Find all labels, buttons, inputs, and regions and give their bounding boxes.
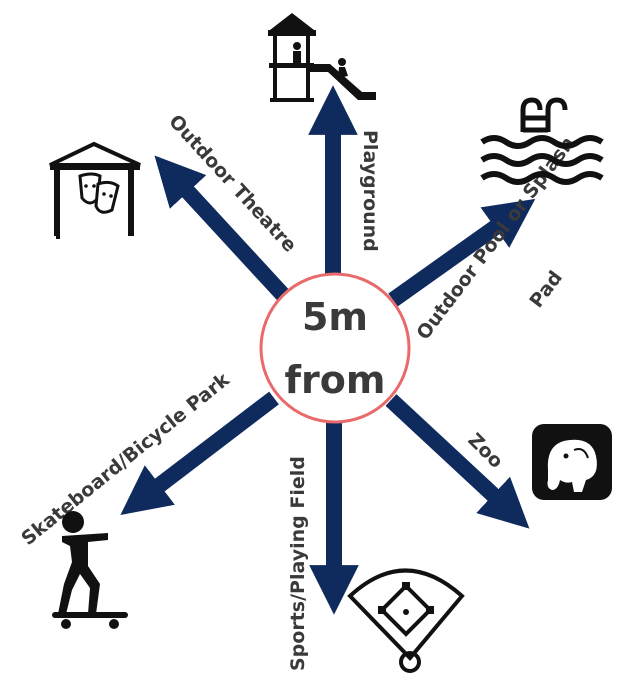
arrows: [120, 85, 536, 615]
arrow-up-right: [388, 198, 536, 307]
skateboarder-icon: [52, 511, 128, 629]
label-pool-line1: Outdoor Pool or Splash: [412, 133, 579, 344]
arrow-up-left: [154, 155, 290, 302]
playground-icon: [268, 13, 376, 102]
center-circle: [259, 272, 411, 424]
theatre-icon: [49, 141, 141, 239]
label-playground: Playground: [359, 130, 381, 252]
arrow-down-left: [120, 391, 279, 516]
baseball-field-icon: [347, 568, 465, 673]
elephant-icon: [532, 424, 612, 500]
arrow-down-right: [385, 394, 530, 529]
label-sports-field: Sports/Playing Field: [287, 456, 309, 671]
pool-icon: [480, 97, 604, 185]
center-text-line2: from: [285, 358, 386, 402]
center-text-line1: 5m: [302, 295, 368, 339]
label-pool-line2: Pad: [525, 267, 567, 312]
